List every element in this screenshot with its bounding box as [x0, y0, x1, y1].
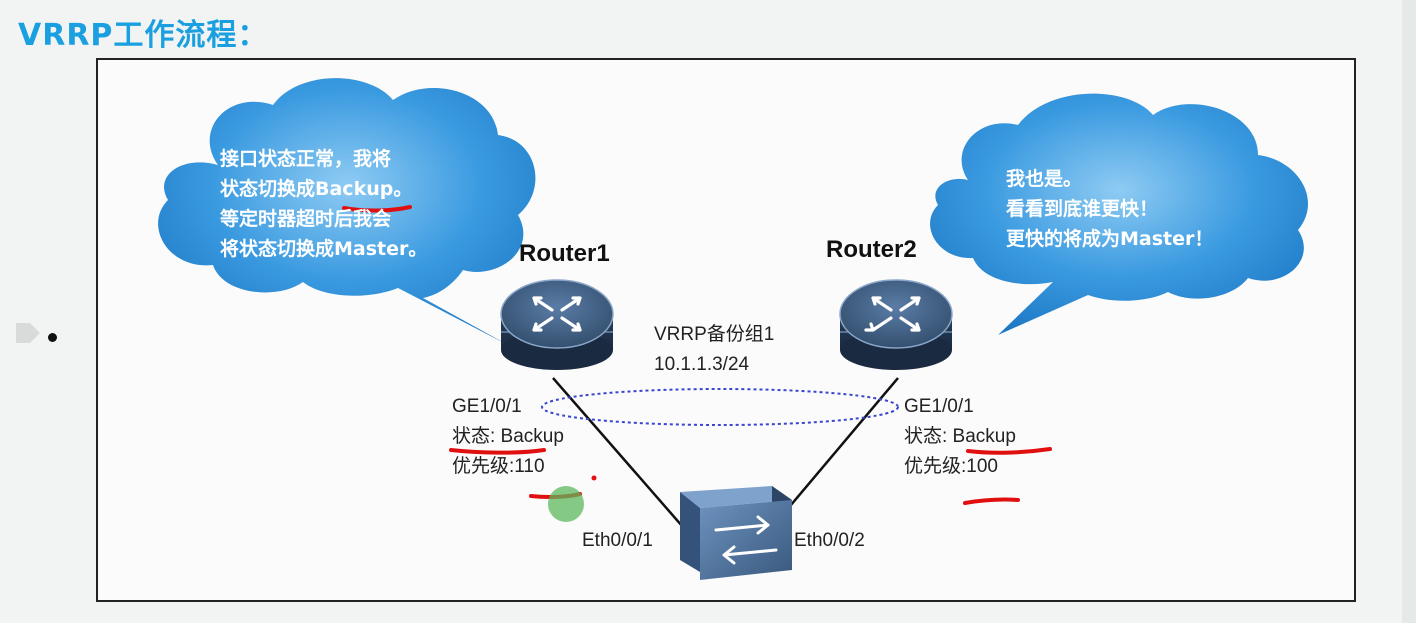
- cloud-right: [930, 93, 1309, 335]
- router1-label: Router1: [519, 240, 610, 267]
- annotation-underline-backup-r1: [449, 448, 546, 455]
- router1-priority: 优先级:110: [452, 456, 545, 477]
- cloud-right-line: 看看到底谁更快！: [1006, 198, 1159, 220]
- cloud-left-line: 等定时器超时后我会: [220, 208, 392, 230]
- router-icon: [839, 279, 953, 370]
- switch-port-left: Eth0/0/1: [582, 530, 653, 551]
- router1-interface: GE1/0/1: [452, 396, 522, 417]
- router2-state: 状态: Backup: [904, 426, 1016, 447]
- cloud-right-text: 我也是。 看看到底谁更快！ 更快的将成为Master！: [1006, 164, 1213, 254]
- cursor-highlight: [548, 486, 584, 522]
- annotation-underline-backup-cloud: [342, 205, 412, 213]
- diagram-frame: 接口状态正常，我将 状态切换成Backup。 等定时器超时后我会 将状态切换成M…: [96, 58, 1356, 602]
- cloud-right-line: 更快的将成为Master！: [1006, 228, 1214, 250]
- page-title: VRRP工作流程：: [18, 18, 269, 53]
- router2-priority: 优先级:100: [904, 456, 998, 477]
- vrrp-group-ellipse: [541, 388, 899, 426]
- cloud-left-text: 接口状态正常，我将 状态切换成Backup。 等定时器超时后我会 将状态切换成M…: [220, 144, 427, 264]
- router2-label: Router2: [826, 236, 917, 263]
- cloud-left-line: 状态切换成Backup。: [220, 178, 413, 200]
- vrrp-group-address: 10.1.1.3/24: [654, 354, 750, 375]
- cloud-left-line: 将状态切换成Master。: [220, 238, 428, 260]
- vrrp-diagram: [158, 78, 1309, 580]
- router2-interface: GE1/0/1: [904, 396, 974, 417]
- bullet-dot: [48, 333, 57, 342]
- switch-icon: [680, 486, 792, 580]
- annotation-underline-backup-r2: [966, 447, 1052, 455]
- router-icon: [500, 279, 614, 370]
- scrollbar[interactable]: [1402, 0, 1416, 623]
- vrrp-group-name: VRRP备份组1: [654, 324, 775, 345]
- cloud-left: [158, 78, 536, 346]
- bullet-arrow-icon: [16, 323, 40, 343]
- annotation-underline-priority-r2: [963, 497, 1020, 505]
- cloud-left-line: 接口状态正常，我将: [220, 148, 392, 170]
- switch-port-right: Eth0/0/2: [794, 530, 865, 551]
- router1-state: 状态: Backup: [452, 426, 564, 447]
- cloud-right-line: 我也是。: [1006, 168, 1083, 190]
- link-router1-switch: [552, 377, 704, 551]
- cursor-dot: [591, 475, 597, 481]
